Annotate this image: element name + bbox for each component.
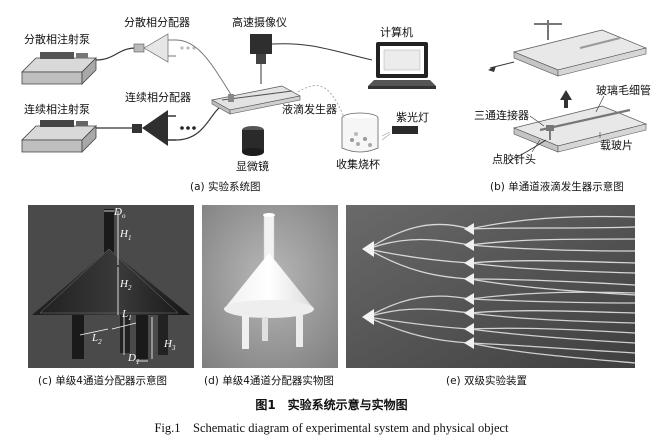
dim-H1: H1 <box>120 228 132 243</box>
droplet-generator <box>210 85 302 115</box>
dim-H2: H2 <box>120 278 132 293</box>
caption-panel-d: (d) 单级4通道分配器实物图 <box>204 375 334 387</box>
panel-b-drawing <box>488 20 648 161</box>
caption-panel-a: (a) 实验系统图 <box>190 181 261 193</box>
lower-first-stage-distributor <box>362 309 374 325</box>
label-dispersed-pump: 分散相注射泵 <box>24 33 90 46</box>
figure-caption-chinese: 图1 实验系统示意与实物图 <box>255 398 408 412</box>
collection-beaker <box>341 112 379 153</box>
arrow-up-icon <box>560 90 572 108</box>
continuous-phase-distributor <box>132 110 196 146</box>
panel-a-drawing <box>21 33 436 156</box>
label-droplet-generator: 液滴发生器 <box>282 103 337 116</box>
second-stage-distributors <box>464 223 474 349</box>
panel-b-droplet-generator-schematic: 玻璃毛细管 三通连接器 载玻片 点胶针头 (b) 单通道液滴发生器示意图 <box>470 0 663 200</box>
dim-H3: H3 <box>164 338 176 353</box>
dispersed-phase-syringe-pump <box>21 52 97 85</box>
dim-L1: L1 <box>122 308 132 323</box>
panel-e-drawing <box>346 205 635 368</box>
continuous-phase-syringe-pump <box>21 120 97 153</box>
panel-c-distributor-schematic: Do H1 H2 L1 L2 H3 D1 <box>28 205 194 368</box>
panel-d-distributor-photo <box>202 205 338 368</box>
label-needle: 点胶针头 <box>492 153 536 166</box>
high-speed-camera <box>250 34 373 84</box>
top-slide-exploded <box>488 20 648 77</box>
tube-dispersed-in <box>95 47 137 61</box>
uv-lamp <box>381 126 418 141</box>
lower-tubing-bundle <box>367 291 635 364</box>
label-beaker: 收集烧杯 <box>336 158 380 171</box>
panel-e-two-stage-photo <box>346 205 635 368</box>
caption-panel-c: (c) 单级4通道分配器示意图 <box>38 375 167 387</box>
microscope <box>242 126 264 156</box>
label-tee-connector: 三通连接器 <box>474 109 529 122</box>
caption-panel-e: (e) 双级实验装置 <box>446 375 527 387</box>
label-capillary: 玻璃毛细管 <box>596 84 651 97</box>
panel-d-drawing <box>202 205 338 368</box>
dim-D0: Do <box>114 206 126 221</box>
dim-D1: D1 <box>128 352 140 367</box>
label-continuous-pump: 连续相注射泵 <box>24 103 90 116</box>
figure-caption-english: Fig.1 Schematic diagram of experimental … <box>154 421 509 435</box>
bottom-slide <box>509 95 648 161</box>
label-continuous-distributor: 连续相分配器 <box>125 91 191 104</box>
label-computer: 计算机 <box>380 26 413 39</box>
label-slide: 载玻片 <box>600 139 633 152</box>
panel-c-drawing <box>32 209 190 362</box>
upper-tubing-bundle <box>367 215 635 296</box>
dispersed-phase-distributor <box>133 33 196 63</box>
caption-panel-b: (b) 单通道液滴发生器示意图 <box>490 181 624 193</box>
label-microscope: 显微镜 <box>236 160 269 173</box>
dimension-lines <box>79 210 153 362</box>
computer <box>368 42 436 89</box>
label-dispersed-distributor: 分散相分配器 <box>124 16 190 29</box>
label-camera: 高速摄像仪 <box>232 16 287 29</box>
panel-a-experimental-system: 分散相注射泵 连续相注射泵 分散相分配器 连续相分配器 高速摄像仪 计算机 液滴… <box>0 0 470 200</box>
label-uv-lamp: 紫光灯 <box>396 111 429 124</box>
cone-body <box>32 249 190 315</box>
dim-L2: L2 <box>92 332 102 347</box>
upper-first-stage-distributor <box>362 241 374 257</box>
